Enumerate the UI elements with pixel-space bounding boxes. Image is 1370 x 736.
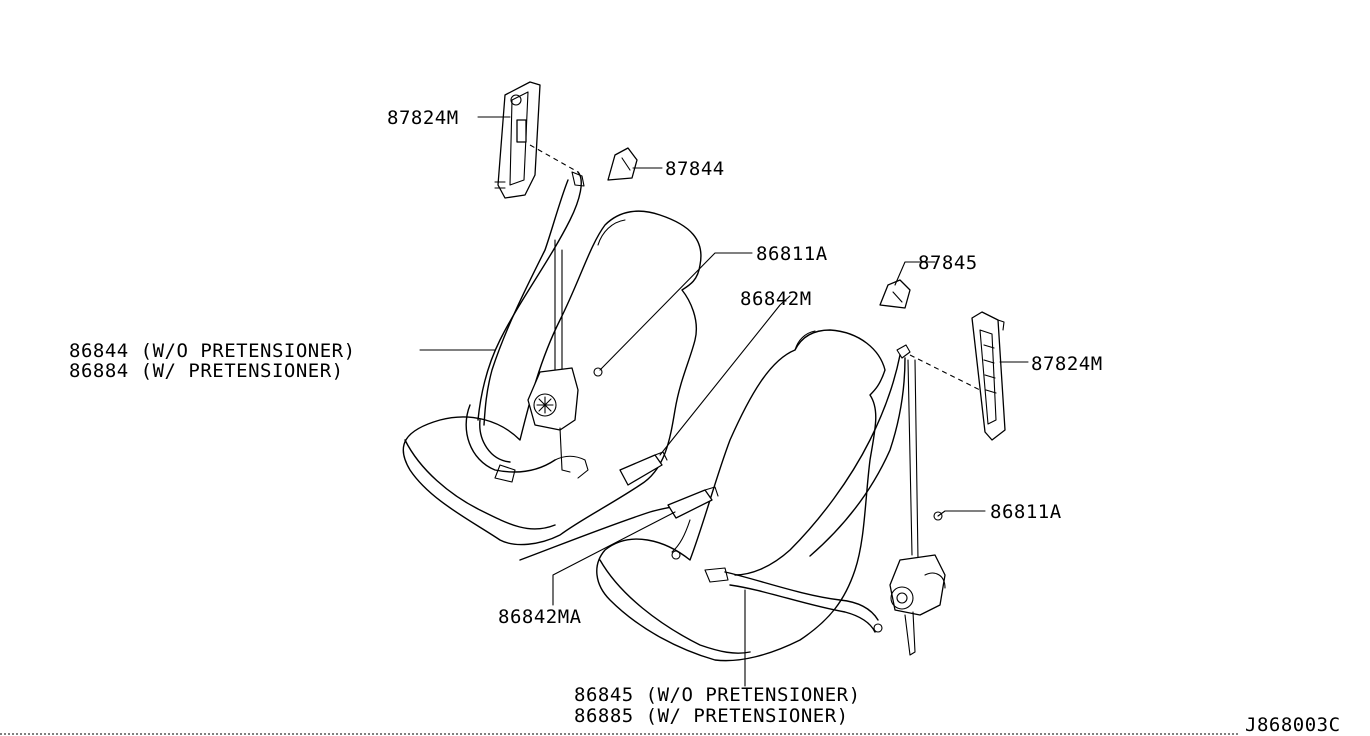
right-pillar-trim — [971, 311, 1006, 441]
right-retractor — [873, 511, 946, 656]
center-buckle — [519, 486, 719, 561]
diagram-code: J868003C — [1245, 714, 1341, 736]
part-labels: 87824M 87844 86811A 87845 86842M 87824M … — [69, 107, 1341, 736]
left-retractor — [527, 367, 603, 473]
label-86842ma: 86842MA — [498, 606, 582, 628]
leader-lines — [419, 116, 1029, 687]
label-87844: 87844 — [665, 158, 725, 180]
label-87824m-right: 87824M — [1031, 353, 1103, 375]
label-87824m-top: 87824M — [387, 107, 459, 129]
label-86842m: 86842M — [740, 288, 812, 310]
label-86811a-top: 86811A — [756, 243, 828, 265]
dashed-guide-right — [909, 354, 981, 391]
right-seat — [596, 329, 886, 662]
left-buckle — [619, 451, 668, 486]
left-pillar-trim — [494, 81, 541, 199]
label-86845: 86845 (W/O PRETENSIONER) — [574, 684, 861, 706]
right-seat-belt-webbing — [704, 344, 919, 633]
label-86844: 86844 (W/O PRETENSIONER) — [69, 340, 356, 362]
label-86811a-right: 86811A — [990, 501, 1062, 523]
dashed-guide-left — [529, 144, 579, 173]
cover-87845 — [879, 279, 911, 309]
label-87845: 87845 — [918, 252, 978, 274]
label-86885: 86885 (W/ PRETENSIONER) — [574, 705, 849, 727]
left-seat — [402, 210, 702, 546]
cover-87844 — [607, 147, 638, 181]
left-seat-belt-webbing — [465, 171, 589, 483]
label-86884: 86884 (W/ PRETENSIONER) — [69, 360, 344, 382]
